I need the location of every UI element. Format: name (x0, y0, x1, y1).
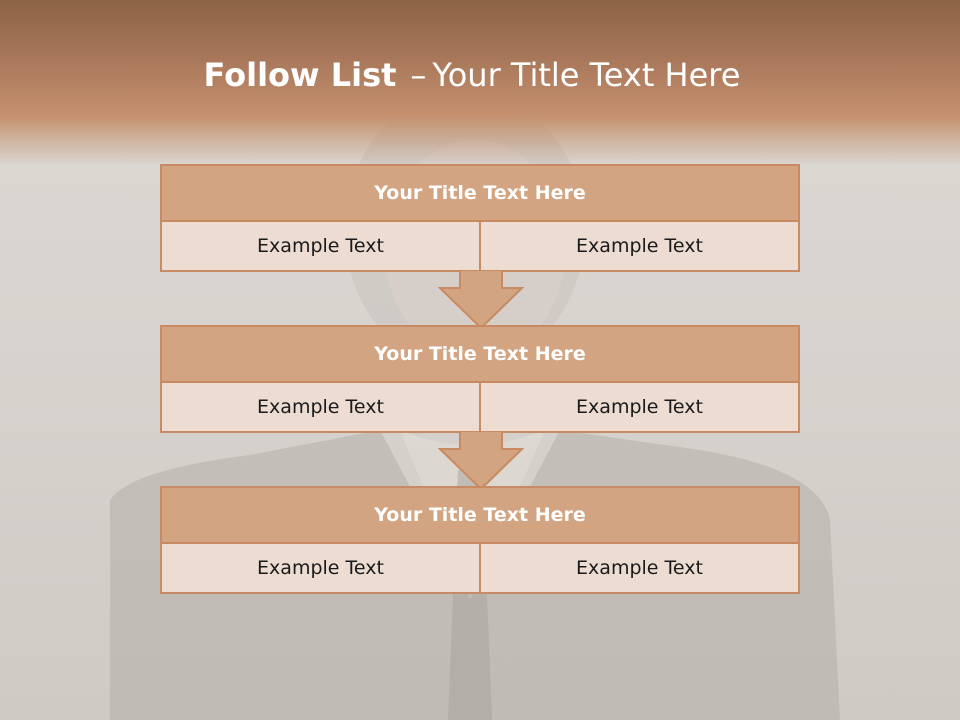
down-arrow-icon (438, 270, 524, 330)
step-1-right-text: Example Text (479, 222, 798, 270)
step-title-3: Your Title Text Here (162, 488, 798, 544)
step-panel-3: Your Title Text Here Example Text Exampl… (160, 486, 800, 594)
step-3-right-text: Example Text (479, 544, 798, 592)
step-1-left-text: Example Text (257, 235, 384, 257)
step-2-right-text: Example Text (479, 383, 798, 431)
slide-title-rest: Your Title Text Here (432, 56, 741, 94)
step-panel-1: Your Title Text Here Example Text Exampl… (160, 164, 800, 272)
step-row-1: Example Text Example Text (162, 222, 798, 270)
title-band (0, 0, 960, 165)
slide-title-bold: Follow List (203, 56, 397, 94)
step-title-2: Your Title Text Here (162, 327, 798, 383)
step-row-3: Example Text Example Text (162, 544, 798, 592)
step-row-2: Example Text Example Text (162, 383, 798, 431)
down-arrow-icon (438, 431, 524, 491)
step-3-left-text: Example Text (257, 557, 384, 579)
slide-title: Follow List–Your Title Text Here (0, 56, 944, 94)
step-panel-2: Your Title Text Here Example Text Exampl… (160, 325, 800, 433)
step-2-left-text: Example Text (257, 396, 384, 418)
slide-title-separator: – (410, 56, 427, 94)
step-title-1: Your Title Text Here (162, 166, 798, 222)
